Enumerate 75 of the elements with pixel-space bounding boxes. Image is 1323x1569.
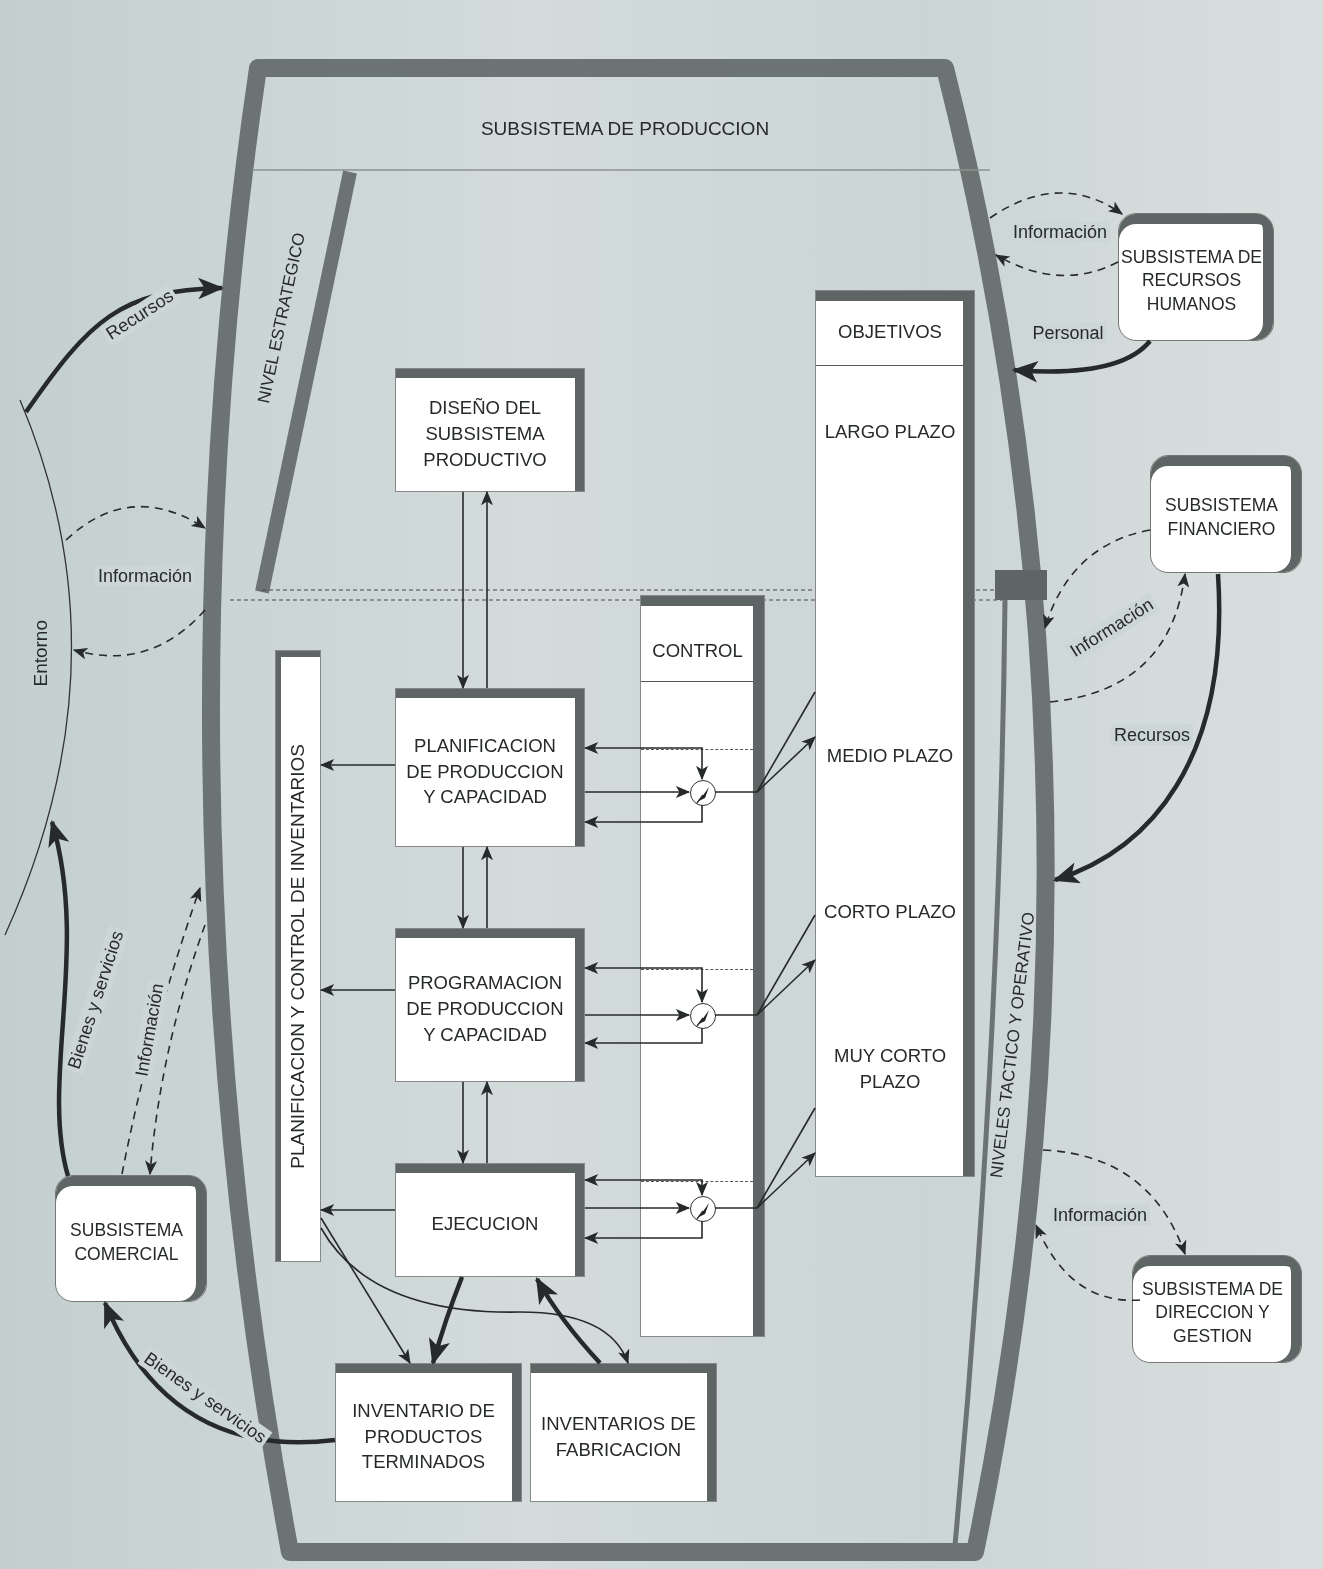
connector-line [756, 691, 816, 793]
arrow [639, 747, 708, 781]
comparator-circle [690, 1196, 716, 1222]
arrow [583, 1220, 703, 1244]
arrow [584, 1009, 691, 1021]
arrow [1011, 339, 1152, 383]
arrow [1052, 573, 1222, 883]
arrow [481, 845, 493, 929]
arrow [583, 1027, 703, 1049]
arrow [583, 742, 641, 754]
comparator-circle [690, 1003, 716, 1029]
arrow [714, 1152, 816, 1209]
process-box: DISEÑO DEL SUBSISTEMA PRODUCTIVO [395, 368, 585, 492]
arrow [319, 1204, 396, 1216]
process-box: INVENTARIOS DE FABRICACION [530, 1363, 717, 1502]
arrow [481, 1080, 493, 1164]
edge-label: Información [130, 978, 170, 1082]
arrow [994, 254, 1119, 277]
connector-line [756, 914, 816, 1016]
arrow [639, 967, 708, 1004]
arrow [639, 1179, 708, 1197]
arrow [320, 1217, 411, 1364]
arrow [1049, 572, 1189, 703]
arrow [583, 962, 641, 974]
column-panel [815, 290, 975, 1177]
column-heading: OBJETIVOS [837, 320, 943, 344]
subsystem-box: SUBSISTEMA DE RECURSOS HUMANOS [1118, 213, 1274, 341]
arrow [714, 736, 816, 793]
environment-label: Entorno [30, 620, 52, 687]
arrow [145, 924, 206, 1176]
arrow [457, 491, 469, 690]
arrow [1035, 1223, 1141, 1302]
horizon-label: CORTO PLAZO [823, 900, 957, 924]
comparator-circle [690, 780, 716, 806]
arrow [457, 1081, 469, 1165]
edge-label: Bienes y servicios [62, 925, 130, 1075]
process-box: INVENTARIO DE PRODUCTOS TERMINADOS [335, 1363, 522, 1502]
column-heading: CONTROL [651, 639, 744, 663]
process-box: PROGRAMACION DE PRODUCCION Y CAPACIDAD [395, 928, 585, 1082]
arrow [583, 1174, 641, 1186]
process-box: PLANIFICACION DE PRODUCCION Y CAPACIDAD [395, 688, 585, 847]
level-label: NIVELES TACTICO Y OPERATIVO [986, 909, 1040, 1181]
bar-label: PLANIFICACION Y CONTROL DE INVENTARIOS [287, 743, 309, 1169]
process-box: EJECUCION [395, 1163, 585, 1277]
arrow [714, 959, 816, 1016]
arrow [1043, 529, 1151, 630]
arrow [457, 846, 469, 930]
arrow [320, 1227, 629, 1365]
column-panel [640, 595, 765, 1337]
arrow [319, 984, 396, 996]
subsystem-box: SUBSISTEMA DE DIRECCION Y GESTION [1132, 1255, 1302, 1363]
horizon-label: MUY CORTO PLAZO [832, 1044, 948, 1094]
arrow [319, 759, 396, 771]
connector-line [756, 1107, 816, 1209]
arrow [72, 609, 206, 659]
arrow [583, 804, 703, 828]
arrow [535, 1277, 602, 1365]
arrow [429, 1276, 465, 1366]
horizon-label: LARGO PLAZO [823, 420, 957, 444]
subsystem-box: SUBSISTEMA FINANCIERO [1150, 455, 1302, 573]
horizon-label: MEDIO PLAZO [825, 744, 955, 768]
frame-title: SUBSISTEMA DE PRODUCCION [479, 118, 771, 140]
arrow [584, 1202, 691, 1214]
arrow [102, 1301, 336, 1445]
edge-label: Recursos [1111, 724, 1193, 746]
arrow [989, 192, 1123, 219]
arrow [1042, 1149, 1186, 1256]
arrow [481, 490, 493, 689]
arrow [24, 278, 225, 414]
planning-bar [275, 650, 321, 1262]
edge-label: Información [95, 565, 195, 587]
subsystem-box: SUBSISTEMA COMERCIAL [55, 1175, 207, 1302]
arrow [47, 819, 71, 1177]
arrow [65, 505, 207, 541]
arrow [584, 786, 691, 798]
